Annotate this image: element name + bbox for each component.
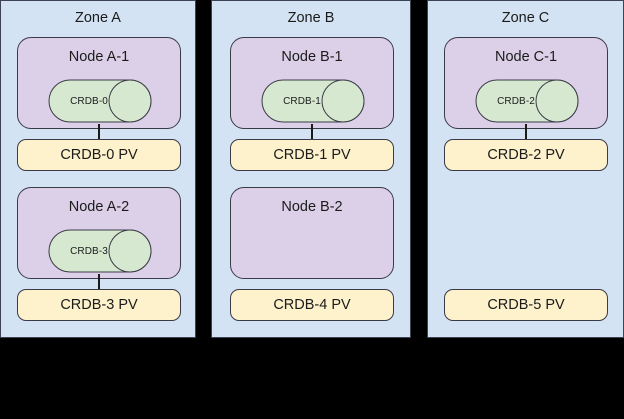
crdb-3-pv-box[interactable]: CRDB-3 PV — [17, 289, 181, 321]
crdb-2-cylinder[interactable]: CRDB-2 — [475, 79, 579, 123]
zone-c-title: Zone C — [501, 10, 550, 26]
node-c-1-box[interactable]: Node C-1 CRDB-2 — [444, 37, 608, 129]
crdb-1-cylinder[interactable]: CRDB-1 — [261, 79, 365, 123]
node-b-1-title: Node B-1 — [281, 49, 343, 65]
crdb-1-label: CRDB-1 — [283, 95, 321, 107]
crdb-2-pv-box[interactable]: CRDB-2 PV — [444, 139, 608, 171]
crdb-0-label: CRDB-0 — [70, 95, 108, 107]
node-b-1-box[interactable]: Node B-1 CRDB-1 — [230, 37, 394, 129]
zone-b-panel[interactable]: Zone B Node B-1 CRDB-1 CRDB-1 PV Node B-… — [211, 0, 411, 338]
crdb-1-pv-box[interactable]: CRDB-1 PV — [230, 139, 394, 171]
crdb-3-cylinder[interactable]: CRDB-3 — [48, 229, 152, 273]
connector-node-b-1-to-crdb-1-pv — [311, 124, 313, 143]
zone-a-title: Zone A — [75, 10, 121, 26]
node-a-1-box[interactable]: Node A-1 CRDB-0 — [17, 37, 181, 129]
node-c-1-title: Node C-1 — [494, 49, 558, 65]
zone-b-title: Zone B — [287, 10, 335, 26]
crdb-2-label: CRDB-2 — [497, 95, 535, 107]
crdb-3-label: CRDB-3 — [70, 245, 108, 257]
crdb-0-pv-box[interactable]: CRDB-0 PV — [17, 139, 181, 171]
connector-node-a-2-to-crdb-3-pv — [98, 274, 100, 293]
node-a-2-title: Node A-2 — [68, 199, 130, 215]
zone-a-panel[interactable]: Zone A Node A-1 CRDB-0 CRDB-0 PV Node A-… — [0, 0, 196, 338]
crdb-5-pv-box[interactable]: CRDB-5 PV — [444, 289, 608, 321]
connector-node-c-1-to-crdb-2-pv — [525, 124, 527, 143]
node-a-2-box[interactable]: Node A-2 CRDB-3 — [17, 187, 181, 279]
node-b-2-title: Node B-2 — [281, 199, 343, 215]
zone-c-panel[interactable]: Zone C Node C-1 CRDB-2 CRDB-2 PV CRDB-5 … — [427, 0, 624, 338]
crdb-0-cylinder[interactable]: CRDB-0 — [48, 79, 152, 123]
node-a-1-title: Node A-1 — [68, 49, 130, 65]
crdb-4-pv-box[interactable]: CRDB-4 PV — [230, 289, 394, 321]
connector-node-a-1-to-crdb-0-pv — [98, 124, 100, 143]
node-b-2-box[interactable]: Node B-2 — [230, 187, 394, 279]
